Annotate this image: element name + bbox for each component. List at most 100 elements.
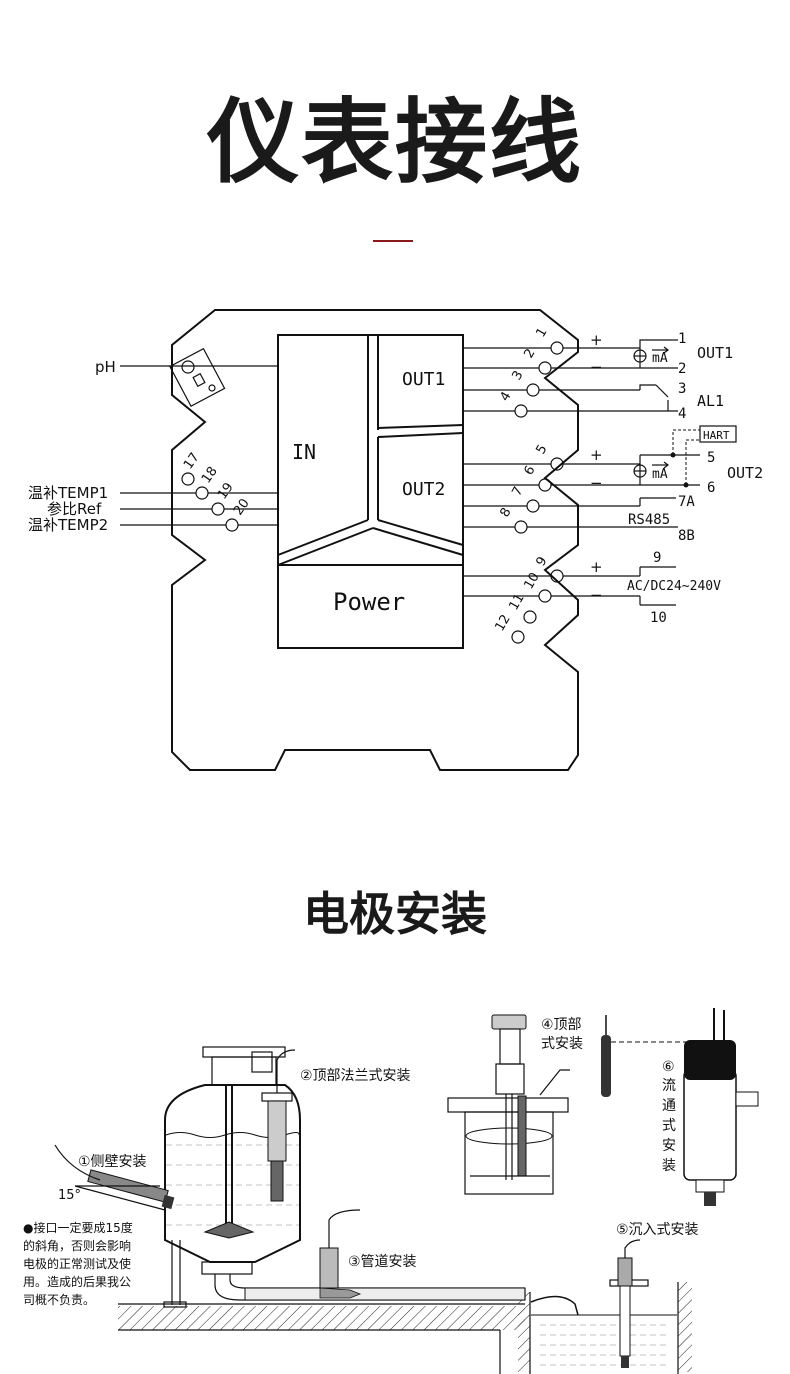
label-top-b: 式安装 xyxy=(541,1036,583,1052)
power-n10: 10 xyxy=(650,610,667,626)
term-label-17: 17 xyxy=(181,450,203,472)
al1-wiring: 3 4 AL1 xyxy=(639,381,724,422)
label-out1-block: OUT1 xyxy=(402,369,445,390)
label-flow-5: 装 xyxy=(662,1158,676,1174)
out1-wiring: + − mA 1 2 OUT1 xyxy=(590,331,733,377)
out2-minus: − xyxy=(590,474,603,492)
term-label-20: 20 xyxy=(231,496,253,518)
term-label-4: 4 xyxy=(497,389,514,404)
rs485-n7a: 7A xyxy=(678,494,695,510)
label-top-a: ④顶部 xyxy=(541,1017,582,1033)
label-immersion: ⑤沉入式安装 xyxy=(616,1222,699,1238)
angle-label: 15° xyxy=(58,1188,81,1203)
label-ph: pH xyxy=(95,358,116,376)
power-wiring: + − 9 AC/DC24~240V 10 xyxy=(590,550,721,626)
label-top-flange: ②顶部法兰式安装 xyxy=(300,1068,411,1084)
terminal-18 xyxy=(195,486,209,500)
page-title-wiring: 仪表接线 xyxy=(206,89,583,196)
rs485-n8b: 8B xyxy=(678,528,695,544)
inner-frame xyxy=(277,334,464,649)
rs485-wiring: 7A RS485 8B xyxy=(628,494,695,544)
term-label-7: 7 xyxy=(509,484,526,499)
label-flow-3: 式 xyxy=(662,1118,676,1134)
al1-label: AL1 xyxy=(697,392,724,410)
label-side-wall: ①侧壁安装 xyxy=(78,1154,147,1170)
term-label-3: 3 xyxy=(509,368,526,383)
hart-box xyxy=(699,425,737,443)
terminal-7 xyxy=(526,499,540,513)
al1-n3: 3 xyxy=(678,381,686,397)
left-terminals: 17 18 19 20 温补TEMP1 参比Ref 温补TEMP2 xyxy=(28,450,278,534)
terminal-12 xyxy=(511,630,525,644)
term-label-11: 11 xyxy=(506,591,527,613)
label-flow-4: 安 xyxy=(662,1138,676,1154)
out1-ma: mA xyxy=(652,351,668,366)
terminal-3 xyxy=(526,383,540,397)
terminal-19 xyxy=(211,502,225,516)
module-housing xyxy=(169,309,579,771)
label-flow-1: 流 xyxy=(662,1078,676,1094)
hart-label: HART xyxy=(703,429,730,442)
term-label-6: 6 xyxy=(521,463,538,478)
label-out2-block: OUT2 xyxy=(402,479,445,500)
out2-plus: + xyxy=(590,446,603,464)
note-line-3: 电极的正常测试及使 xyxy=(23,1256,131,1271)
term-label-19: 19 xyxy=(215,480,237,502)
label-power-block: Power xyxy=(333,588,405,616)
label-pipe: ③管道安装 xyxy=(348,1254,417,1270)
note-line-2: 的斜角，否则会影响 xyxy=(23,1238,131,1253)
install-note: ●接口一定要成15度 的斜角，否则会影响 电极的正常测试及使 用。造成的后果我公… xyxy=(23,1220,133,1307)
terminal-17 xyxy=(181,472,195,486)
top-mount-tank: ④顶部 式安装 xyxy=(447,1014,690,1195)
terminal-6 xyxy=(538,478,552,492)
note-line-5: 司概不负责。 xyxy=(23,1293,95,1307)
note-line-1: ●接口一定要成15度 xyxy=(23,1220,133,1235)
terminal-20 xyxy=(225,518,239,532)
immersion-tank: ⑤沉入式安装 xyxy=(530,1222,699,1368)
term-label-10: 10 xyxy=(521,570,542,592)
power-minus: − xyxy=(590,586,603,604)
out2-wiring: + − mA HART 5 6 OUT2 xyxy=(590,425,763,496)
out1-plus: + xyxy=(590,331,603,349)
term-label-12: 12 xyxy=(492,612,513,634)
out2-label: OUT2 xyxy=(727,464,763,482)
power-plus: + xyxy=(590,558,603,576)
terminal-10 xyxy=(538,589,552,603)
out2-n5: 5 xyxy=(707,450,715,466)
out2-n6: 6 xyxy=(707,480,715,496)
terminal-11 xyxy=(523,610,537,624)
out1-minus: − xyxy=(590,358,603,376)
terminal-8 xyxy=(514,520,528,534)
terminal-1 xyxy=(550,341,564,355)
term-label-5: 5 xyxy=(533,442,550,457)
note-line-4: 用。造成的后果我公 xyxy=(23,1274,131,1289)
term-label-1: 1 xyxy=(533,325,550,340)
flow-through-cell: ⑥ 流 通 式 安 装 xyxy=(662,1008,759,1206)
right-terminals: 1 2 3 4 5 6 7 8 9 10 11 12 xyxy=(463,325,700,644)
label-in: IN xyxy=(292,440,316,464)
inner-blocks: IN OUT1 OUT2 Power xyxy=(277,334,464,649)
pipe-electrode: ③管道安装 xyxy=(319,1209,417,1299)
power-range: AC/DC24~240V xyxy=(627,579,721,594)
label-temp1: 温补TEMP1 xyxy=(28,484,108,502)
label-temp2: 温补TEMP2 xyxy=(28,516,108,534)
out2-ma: mA xyxy=(652,467,668,482)
label-flow-2: 通 xyxy=(662,1098,676,1114)
out1-label: OUT1 xyxy=(697,344,733,362)
floor xyxy=(118,1282,692,1374)
label-flow-num: ⑥ xyxy=(662,1059,675,1075)
page-title-install: 电极安装 xyxy=(303,887,487,941)
title-divider xyxy=(373,240,413,242)
terminal-2 xyxy=(538,361,552,375)
power-n9: 9 xyxy=(653,550,661,566)
term-label-8: 8 xyxy=(497,505,514,520)
term-label-18: 18 xyxy=(199,464,221,486)
al1-n4: 4 xyxy=(678,406,686,422)
side-wall-electrode: 15° ①侧壁安装 xyxy=(54,1144,175,1211)
terminal-4 xyxy=(514,404,528,418)
top-flange-electrode: ②顶部法兰式安装 xyxy=(261,1049,411,1202)
ph-connector xyxy=(169,347,226,408)
rs485-label: RS485 xyxy=(628,512,670,528)
label-ref: 参比Ref xyxy=(47,500,102,518)
